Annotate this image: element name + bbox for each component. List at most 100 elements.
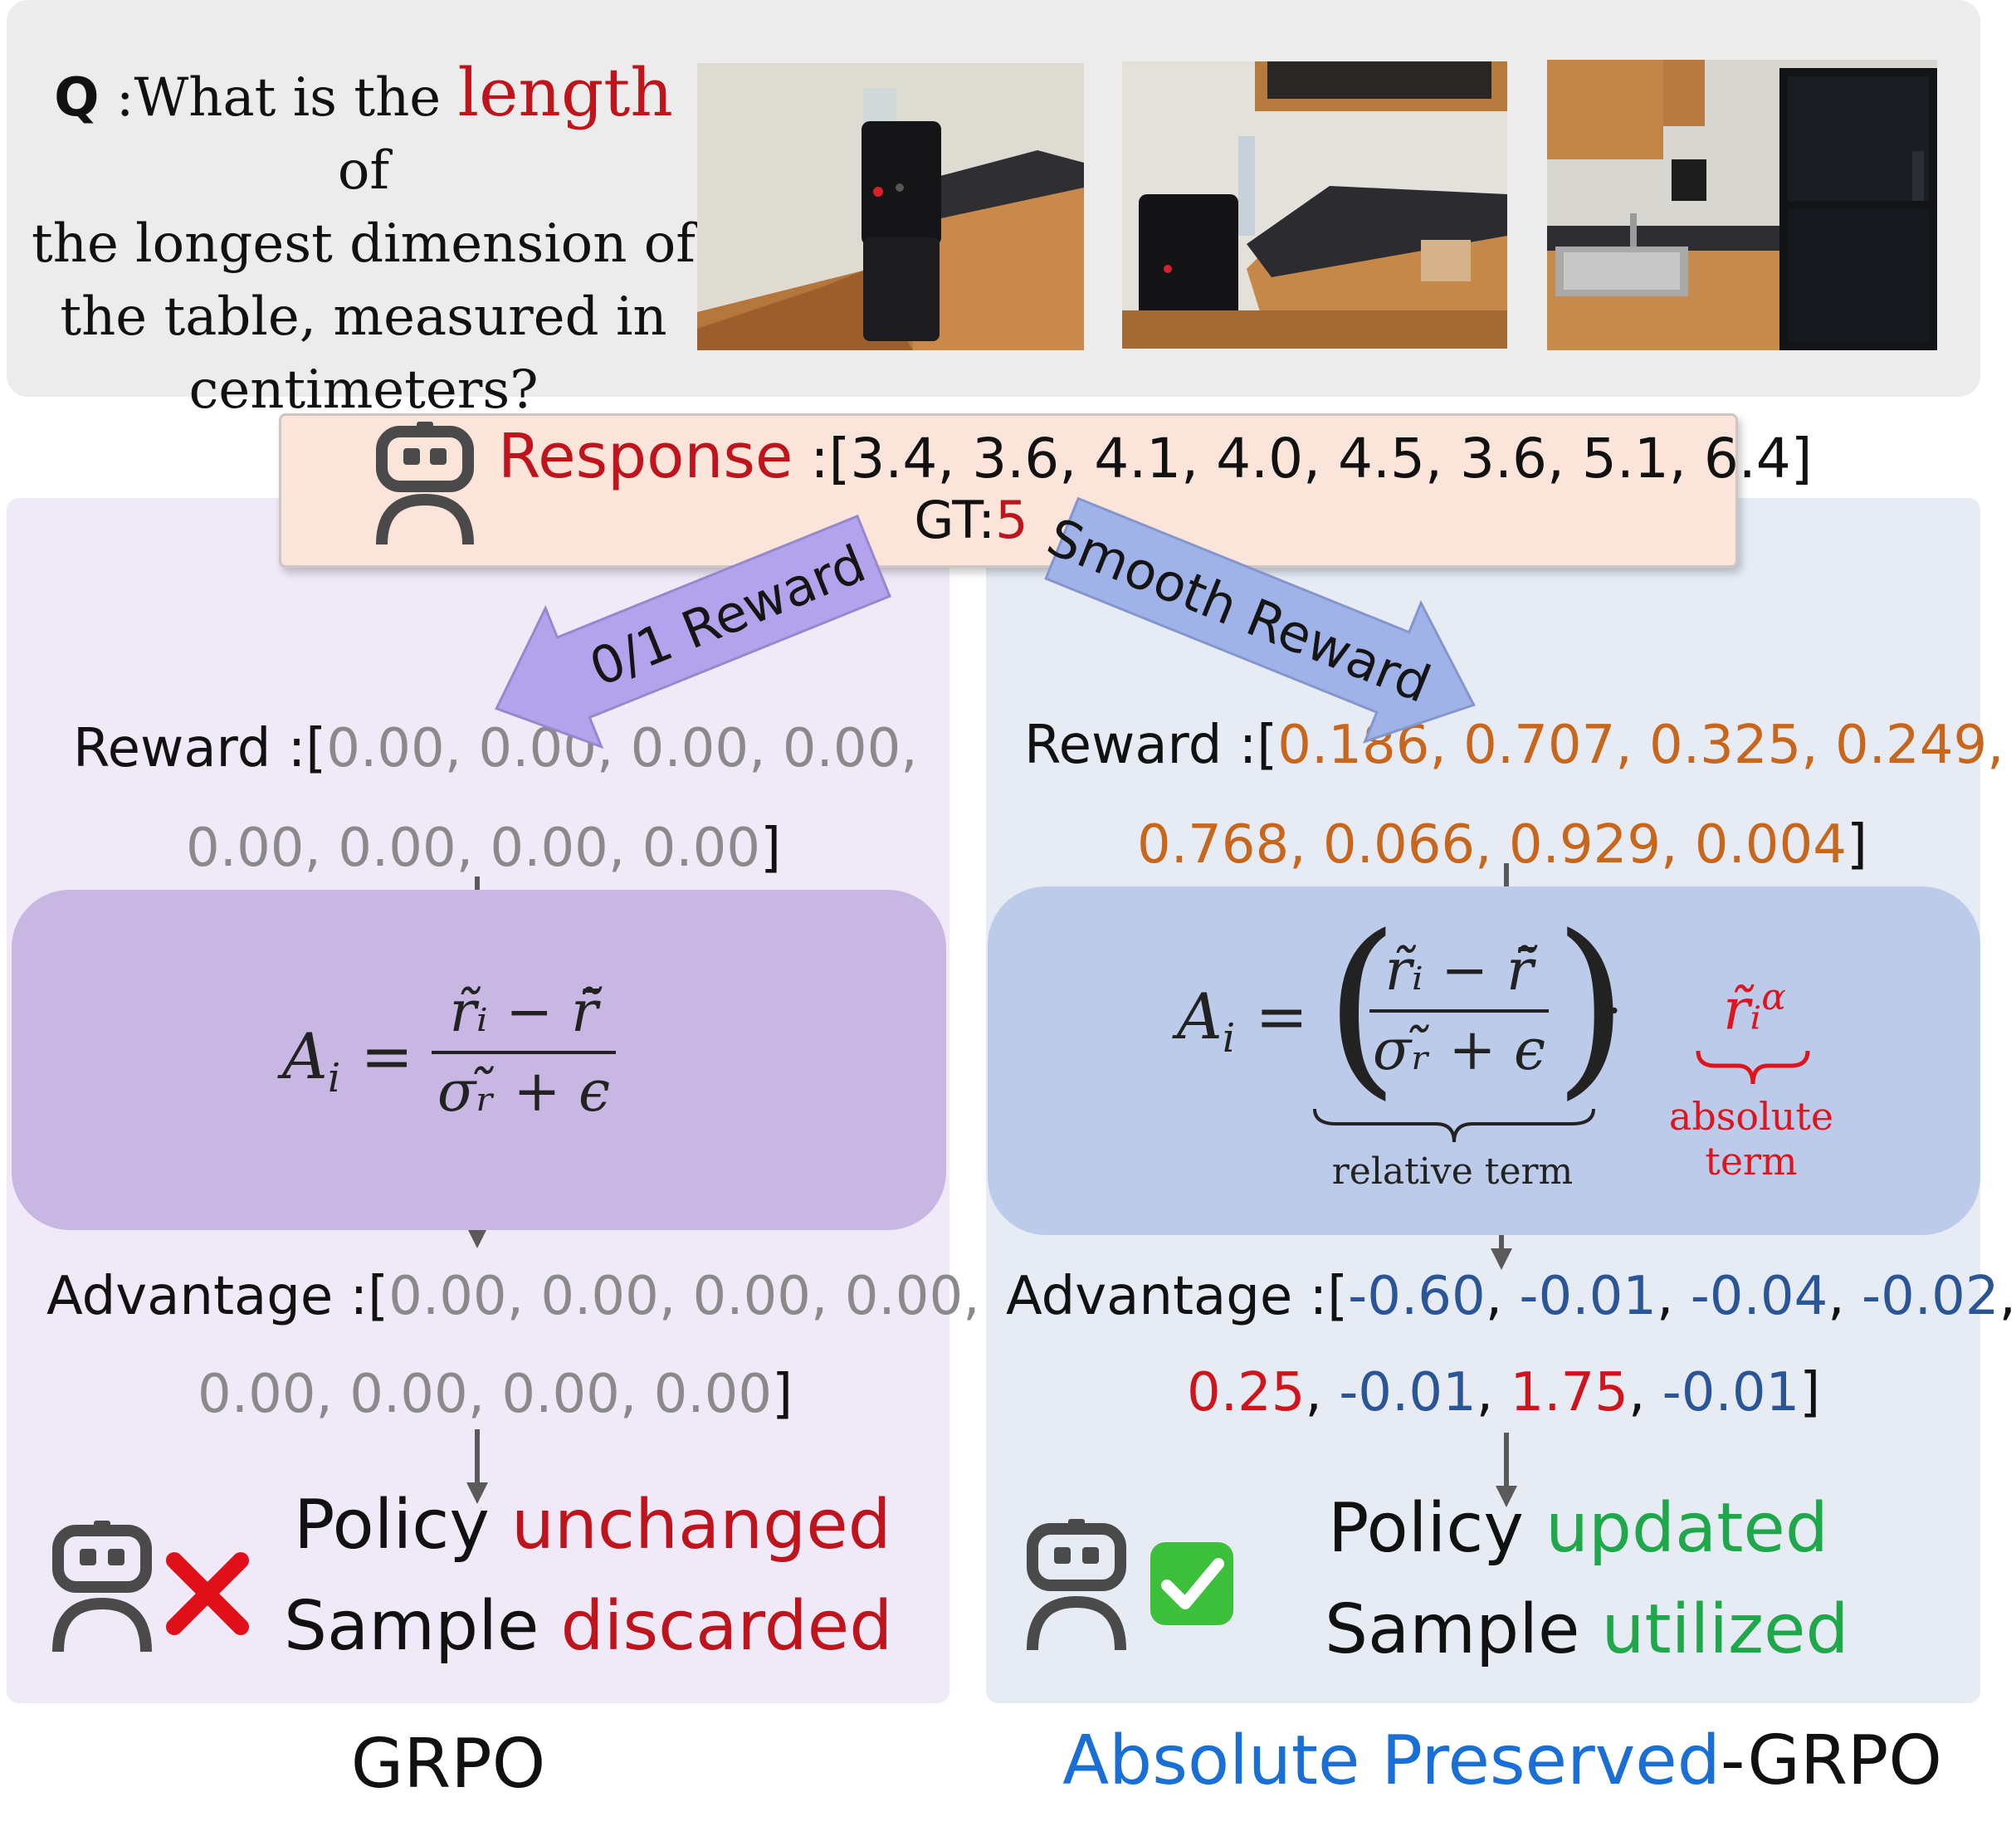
grpo-advantage-values: 0.00, 0.00, 0.00, 0.00, <box>388 1266 980 1327</box>
gt-label: GT: <box>914 490 996 550</box>
bracket-open: [ <box>1257 715 1278 776</box>
policy-state: updated <box>1545 1489 1828 1568</box>
ap-reward-values: 0.768, 0.066, 0.929, 0.004 <box>1137 814 1847 876</box>
advantage-value: 1.75 <box>1510 1362 1628 1423</box>
ap-policy-result: Policy updated <box>1328 1487 1828 1570</box>
cross-icon <box>166 1552 249 1635</box>
absolute-factor-base: r̃ᵢ <box>1723 977 1762 1043</box>
smooth-reward-arrow: Smooth Reward <box>1039 496 1476 744</box>
fraction-bar <box>1369 1009 1549 1013</box>
formula-lhs: Ai = <box>1177 979 1308 1076</box>
formula-dot: · <box>1607 984 1622 1038</box>
ap-sample-result: Sample utilized <box>1325 1589 1849 1672</box>
formula-equals: = <box>360 1019 414 1093</box>
grpo-reward-line: 0.00, 0.00, 0.00, 0.00] <box>186 815 781 881</box>
ap-advantage-line: 0.25, -0.01, 1.75, -0.01] <box>1187 1362 1821 1423</box>
ap-advantage-line: Advantage :[-0.60, -0.01, -0.04, -0.02, <box>1006 1266 2016 1327</box>
smooth-reward-label: Smooth Reward <box>1039 506 1439 715</box>
robot-icon <box>52 1521 152 1653</box>
down-arrow <box>1496 1433 1517 1507</box>
bracket-close: ] <box>1799 1362 1821 1423</box>
binary-reward-arrow: 0/1 Reward <box>495 514 891 750</box>
formula-numerator: r̃ᵢ − r̄̃ <box>1384 938 1534 1003</box>
bracket-open: [ <box>368 1266 389 1327</box>
response-separator: : <box>793 427 829 491</box>
advantage-value: -0.01 <box>1339 1362 1477 1423</box>
formula-fraction: r̃ᵢ − r̄̃ σᵣ̃ + ϵ <box>432 979 616 1126</box>
response-line: Response :[3.4, 3.6, 4.1, 4.0, 4.5, 3.6,… <box>498 421 1813 494</box>
formula-lhs-symbol: A <box>1177 979 1223 1053</box>
relative-term-brace <box>1313 1108 1595 1143</box>
advantage-value: 0.25 <box>1187 1362 1306 1423</box>
grpo-sample-result: Sample discarded <box>284 1585 892 1668</box>
ap-advantage-label: Advantage : <box>1006 1266 1328 1327</box>
question-label: Q <box>54 67 100 129</box>
question-line: the longest dimension of <box>32 213 696 275</box>
ground-truth: GT:5 <box>830 490 1112 551</box>
sample-word: Sample <box>284 1587 539 1666</box>
sample-word: Sample <box>1325 1590 1580 1669</box>
down-arrow <box>466 1429 488 1504</box>
robot-icon <box>376 422 474 545</box>
ap-reward-line: 0.768, 0.066, 0.929, 0.004] <box>1137 812 1867 878</box>
ap-caption-highlight: Absolute Preserved <box>1062 1721 1721 1800</box>
grpo-advantage-values: 0.00, 0.00, 0.00, 0.00 <box>198 1364 773 1425</box>
absolute-factor-exponent: α <box>1761 976 1786 1018</box>
video-frame-1 <box>697 63 1084 350</box>
policy-state: unchanged <box>510 1486 891 1565</box>
formula-denominator: σᵣ̃ + ϵ <box>437 1059 611 1125</box>
ap-reward-label: Reward : <box>1024 715 1257 776</box>
question-line: the table, measured in <box>60 286 667 348</box>
grpo-advantage-line: Advantage :[0.00, 0.00, 0.00, 0.00, <box>46 1263 980 1330</box>
question-line: centimeters? <box>188 359 539 421</box>
video-frame-2 <box>1122 61 1507 349</box>
question-separator: : <box>99 67 134 129</box>
grpo-reward-values: 0.00, 0.00, 0.00, 0.00, <box>326 718 918 779</box>
ap-advantage-formula <box>988 886 1980 1235</box>
question-part: What is the <box>134 67 458 129</box>
sample-state: utilized <box>1601 1590 1849 1669</box>
bracket-open: [ <box>305 718 327 779</box>
absolute-term-brace <box>1696 1050 1810 1085</box>
bracket-close: ] <box>1846 814 1867 876</box>
gt-value: 5 <box>995 490 1028 550</box>
bracket-close: ] <box>760 818 782 879</box>
sample-state: discarded <box>560 1587 893 1666</box>
advantage-value: -0.02 <box>1861 1266 1999 1327</box>
formula-equals: = <box>1255 979 1309 1053</box>
video-frame-3 <box>1547 60 1937 350</box>
grpo-reward-line: Reward :[0.00, 0.00, 0.00, 0.00, <box>73 715 918 782</box>
fraction-bar <box>432 1051 616 1054</box>
advantage-value: -0.01 <box>1519 1266 1657 1327</box>
grpo-caption: GRPO <box>350 1725 546 1804</box>
question-highlight: length <box>457 54 673 131</box>
bracket-open: [ <box>1327 1266 1349 1327</box>
formula-denominator: σᵣ̃ + ϵ <box>1372 1018 1546 1083</box>
advantage-value: -0.60 <box>1348 1266 1486 1327</box>
absolute-factor: r̃ᵢα <box>1723 976 1786 1043</box>
grpo-advantage-line: 0.00, 0.00, 0.00, 0.00] <box>198 1361 793 1428</box>
question-part: of <box>337 140 390 202</box>
formula-lhs-symbol: A <box>282 1019 328 1093</box>
response-box <box>279 413 1738 568</box>
ap-caption-rest: -GRPO <box>1720 1721 1942 1800</box>
grpo-reward-values: 0.00, 0.00, 0.00, 0.00 <box>186 818 761 879</box>
grpo-advantage-formula <box>12 890 946 1230</box>
advantage-value: -0.01 <box>1662 1362 1800 1423</box>
relative-term-label: relative term <box>1331 1150 1574 1193</box>
question-text: Q :What is the length of the longest dim… <box>32 56 696 427</box>
grpo-policy-result: Policy unchanged <box>294 1484 891 1567</box>
formula-fraction: r̃ᵢ − r̄̃ σᵣ̃ + ϵ <box>1369 938 1549 1084</box>
right-paren: ) <box>1554 896 1628 1117</box>
formula-lhs: Ai = <box>282 1019 413 1116</box>
absolute-term-label: absolute term <box>1668 1094 1834 1184</box>
ap-grpo-caption: Absolute Preserved-GRPO <box>1029 1720 1975 1803</box>
bracket-close: ] <box>772 1364 793 1425</box>
check-icon <box>1150 1542 1233 1625</box>
policy-word: Policy <box>1328 1489 1524 1568</box>
response-label: Response <box>498 421 793 492</box>
advantage-value: -0.04 <box>1690 1266 1828 1327</box>
formula-lhs-subscript: i <box>327 1055 341 1102</box>
grpo-reward-label: Reward : <box>73 718 306 779</box>
left-paren: ( <box>1325 896 1399 1117</box>
